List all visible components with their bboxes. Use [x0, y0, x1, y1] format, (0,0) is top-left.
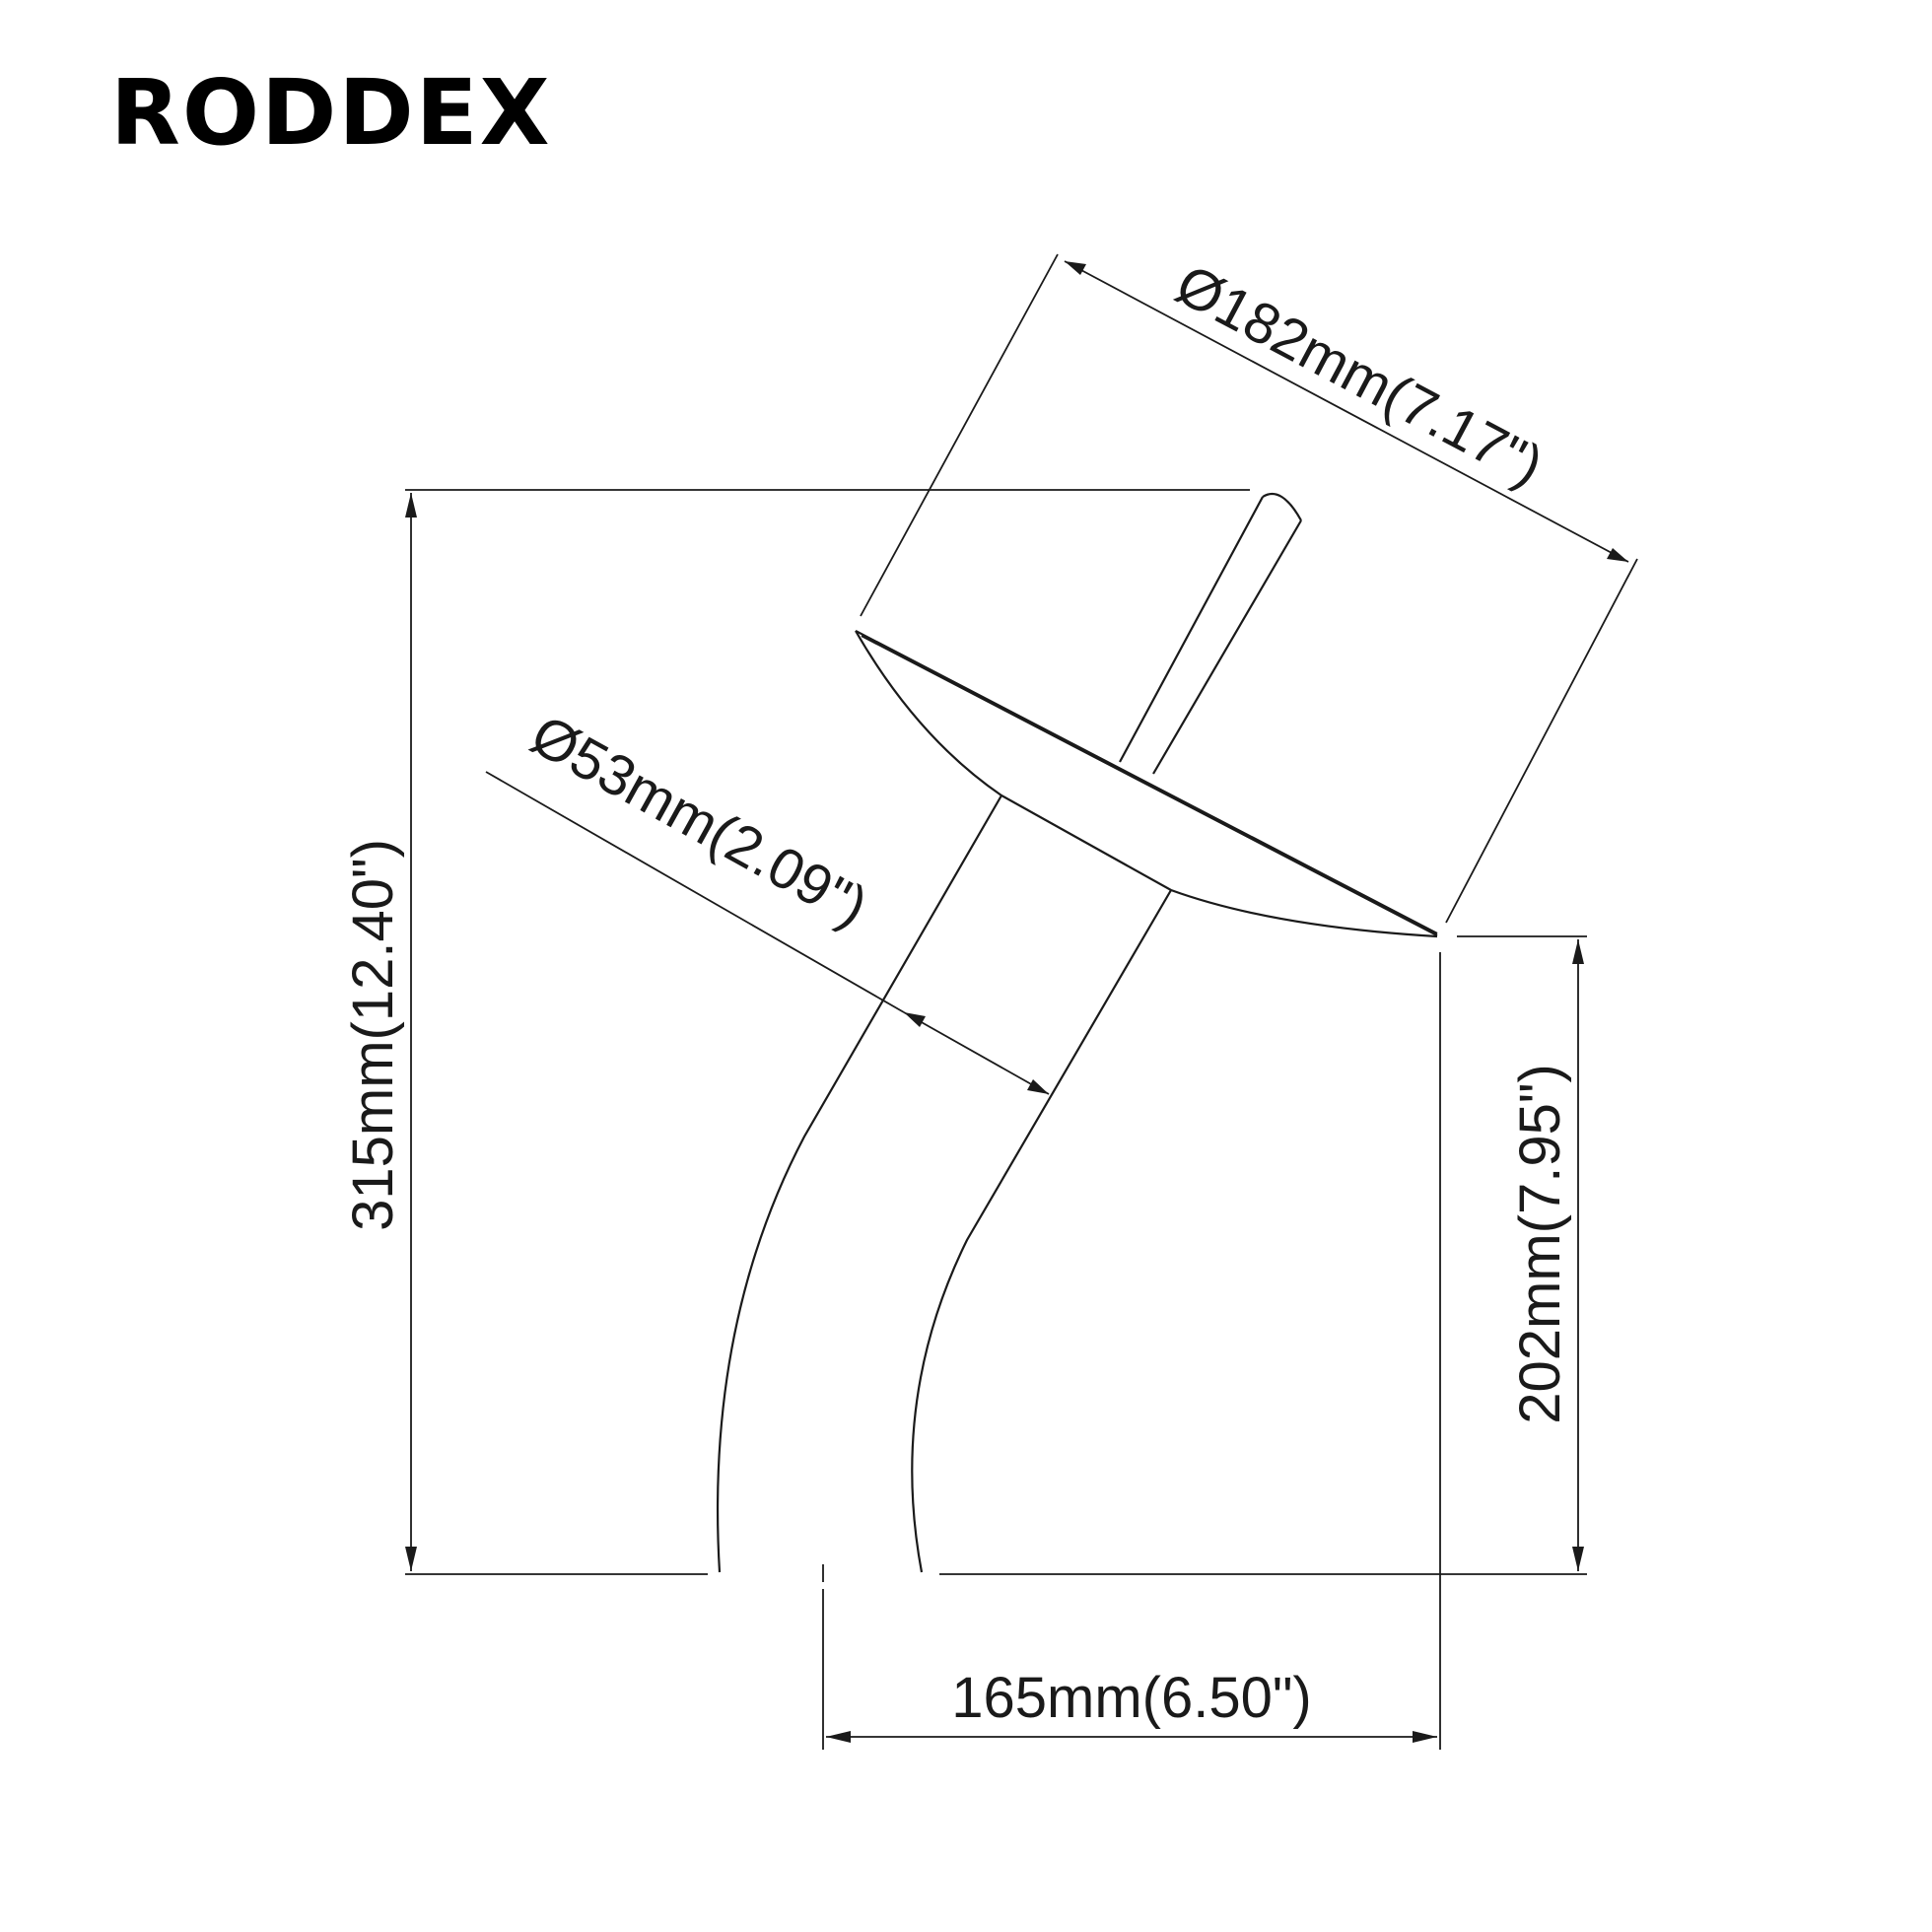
- body-diameter-label: Ø53mm(2.09"): [520, 703, 877, 939]
- dim-body-diameter: Ø53mm(2.09"): [485, 703, 1050, 1095]
- spout-reach-label: 165mm(6.50"): [951, 1666, 1312, 1730]
- plate-top: [855, 630, 1438, 934]
- dim-spout-height: 202mm(7.95"): [939, 935, 1587, 1575]
- dim-overall-height: 315mm(12.40"): [341, 489, 1250, 1575]
- dim-plate-diameter: Ø182mm(7.17"): [860, 252, 1638, 924]
- dim-spout-reach: 165mm(6.50"): [822, 952, 1441, 1750]
- faucet-outline: [716, 492, 1438, 1573]
- plate-diameter-label: Ø182mm(7.17"): [1166, 252, 1553, 499]
- spout-right: [911, 889, 1172, 1573]
- spout-height-label: 202mm(7.95"): [1508, 1064, 1572, 1424]
- lever-handle: [1119, 492, 1302, 775]
- brand-logo: RODDEX: [110, 60, 552, 166]
- spout-left: [716, 794, 1002, 1573]
- plate-top-inner: [861, 635, 1438, 936]
- overall-height-label: 315mm(12.40"): [341, 839, 405, 1231]
